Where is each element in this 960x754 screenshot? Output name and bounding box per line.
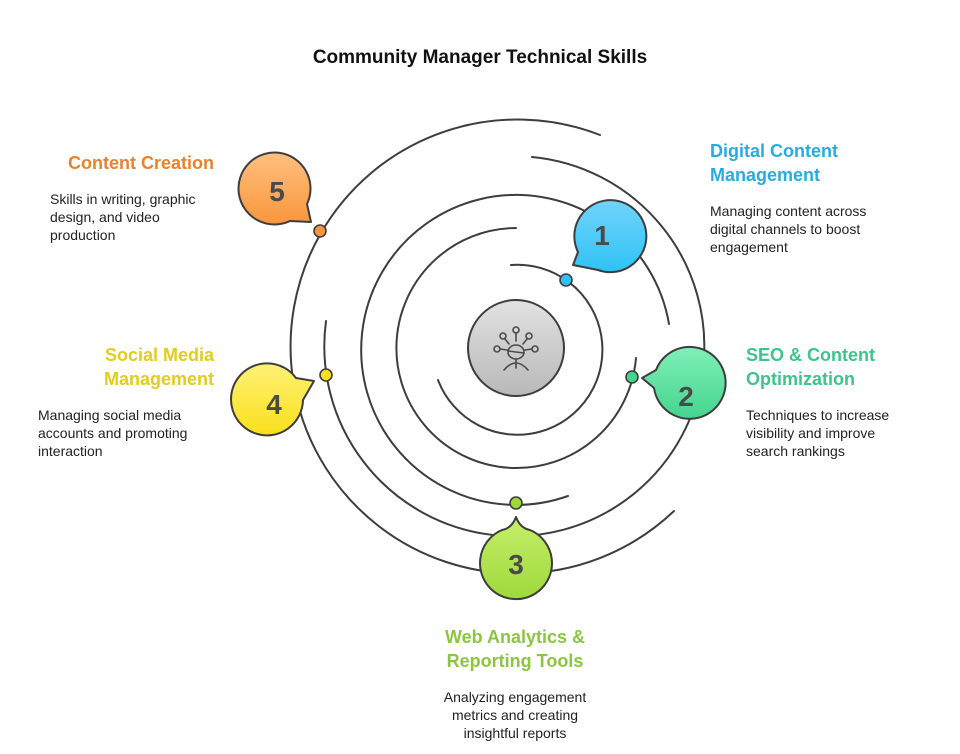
heading-line: Management — [103, 369, 214, 389]
skill-description-1: Managing content across digital channels… — [710, 202, 866, 256]
orbit-arc-2 — [395, 227, 637, 469]
network-person-icon — [493, 326, 539, 371]
skill-node-5[interactable]: 5 — [237, 151, 327, 238]
description-line: insightful reports — [463, 725, 567, 741]
skill-description-3: Analyzing engagement metrics and creatin… — [380, 688, 650, 742]
skill-node-2[interactable]: 2 — [625, 345, 727, 420]
skill-number-1: 1 — [594, 220, 610, 251]
orbit-arc-4 — [323, 156, 706, 538]
skill-heading-1: Digital Content Management — [710, 139, 838, 187]
skill-number-4: 4 — [266, 389, 282, 420]
skill-node-1[interactable]: 1 — [559, 199, 648, 287]
description-line: production — [50, 227, 116, 243]
skill-description-2: Techniques to increase visibility and im… — [746, 406, 889, 460]
heading-line: Reporting Tools — [446, 651, 584, 671]
heading-line: Web Analytics & — [444, 627, 586, 647]
skill-description-4: Managing social media accounts and promo… — [38, 406, 187, 460]
description-line: Analyzing engagement — [443, 689, 587, 705]
skill-number-3: 3 — [508, 549, 524, 580]
skill-heading-2: SEO & Content Optimization — [746, 343, 875, 391]
description-line: accounts and promoting — [38, 425, 188, 441]
heading-line: SEO & Content — [746, 345, 875, 365]
orbit-marker-5 — [313, 224, 327, 238]
skill-number-5: 5 — [269, 176, 285, 207]
heading-line: Content Creation — [68, 153, 214, 173]
skill-number-2: 2 — [678, 381, 694, 412]
heading-line: Social Media — [104, 345, 214, 365]
orbit-marker-3 — [509, 496, 523, 510]
description-line: Techniques to increase — [746, 407, 890, 423]
description-line: engagement — [710, 239, 788, 255]
description-line: Managing content across — [710, 203, 867, 219]
heading-line: Digital Content — [710, 141, 838, 161]
description-line: search rankings — [746, 443, 845, 459]
description-line: visibility and improve — [746, 425, 876, 441]
skill-heading-3: Web Analytics & Reporting Tools — [380, 625, 650, 673]
skill-heading-5: Content Creation — [14, 151, 214, 175]
skill-description-5: Skills in writing, graphic design, and v… — [50, 190, 196, 244]
heading-line: Optimization — [746, 369, 855, 389]
orbit-marker-2 — [625, 370, 639, 384]
description-line: digital channels to boost — [710, 221, 861, 237]
description-line: metrics and creating — [451, 707, 579, 723]
orbit-marker-4 — [319, 368, 333, 382]
skill-heading-4: Social Media Management — [14, 343, 214, 391]
description-line: design, and video — [50, 209, 160, 225]
page-title: Community Manager Technical Skills — [312, 47, 648, 68]
skill-node-3[interactable]: 3 — [479, 496, 553, 601]
description-line: interaction — [38, 443, 103, 459]
orbit-marker-1 — [559, 273, 573, 287]
heading-line: Management — [710, 165, 821, 185]
center-node — [467, 299, 565, 397]
skill-node-4[interactable]: 4 — [230, 362, 333, 437]
description-line: Managing social media — [38, 407, 182, 423]
description-line: Skills in writing, graphic — [50, 191, 196, 207]
